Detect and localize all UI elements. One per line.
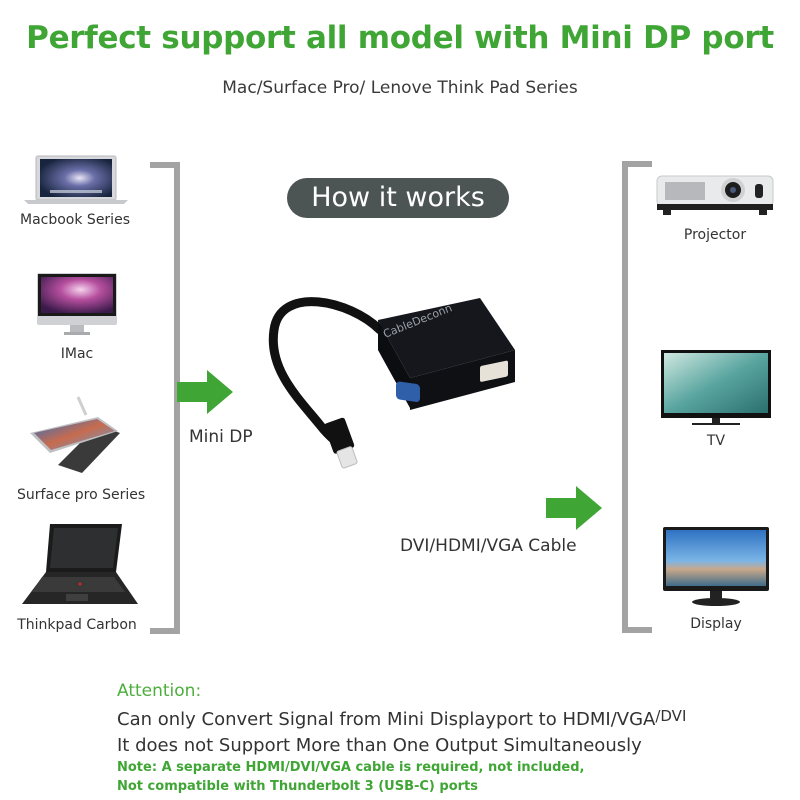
source-imac: IMac [20,272,140,367]
right-bracket-bottom [622,627,652,633]
output-projector: Projector [655,170,775,250]
output-display: Display [662,526,770,636]
left-bracket-top [150,162,180,168]
how-it-works-badge: How it works [287,178,509,218]
source-macbook: Macbook Series [20,152,140,242]
laptop-macbook-icon [24,155,128,204]
source-label: Surface pro Series [17,487,146,503]
adapter-product-image: CableDeconn [268,297,515,469]
output-label: DVI/HDMI/VGA Cable [400,536,577,556]
output-label: Display [690,616,742,632]
note-line-2: Not compatible with Thunderbolt 3 (USB-C… [117,779,478,794]
attention-line-1-sup: /DVI [655,707,687,725]
projector-icon [656,175,774,215]
output-tv: TV [660,348,772,458]
desktop-imac-icon [37,273,117,335]
arrow-right-icon [546,486,602,530]
note-line-1: Note: A separate HDMI/DVI/VGA cable is r… [117,760,585,775]
source-surface: Surface pro Series [17,395,146,510]
attention-line-1: Can only Convert Signal from Mini Displa… [117,707,687,730]
source-label: Thinkpad Carbon [17,617,137,633]
left-bracket-bottom [150,628,180,634]
input-label: Mini DP [189,427,253,447]
page-subtitle: Mac/Surface Pro/ Lenove Think Pad Series [222,78,578,98]
monitor-icon [663,527,769,606]
attention-line-2: It does not Support More than One Output… [117,735,642,756]
page-title: Perfect support all model with Mini DP p… [26,20,774,56]
right-bracket-top [622,161,652,167]
tv-icon [661,350,771,425]
right-bracket-vertical [622,161,628,633]
attention-heading: Attention: [117,681,202,701]
output-label: Projector [683,227,747,243]
laptop-thinkpad-icon [22,524,138,604]
source-label: Macbook Series [20,212,130,228]
source-label: IMac [60,346,94,362]
output-label: TV [706,433,726,449]
attention-line-1-main: Can only Convert Signal from Mini Displa… [117,709,656,730]
arrow-right-icon [177,370,233,414]
source-thinkpad: Thinkpad Carbon [17,522,140,637]
tablet-surface-icon [30,396,120,473]
